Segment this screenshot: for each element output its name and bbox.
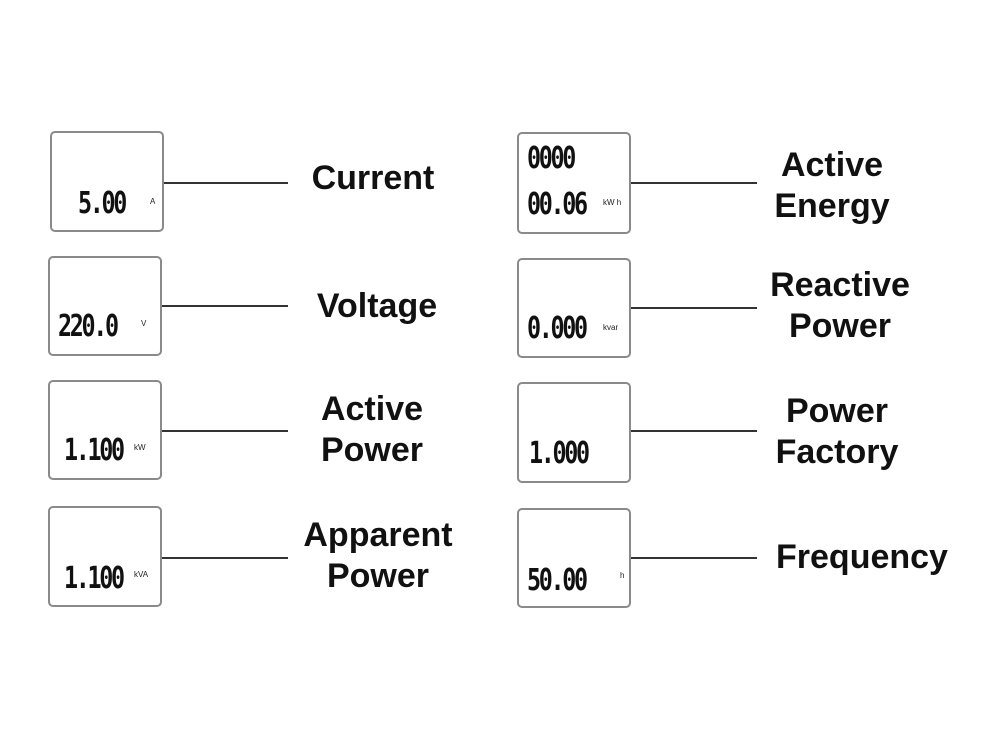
reactive-power-label-line-1: Reactive bbox=[770, 266, 910, 304]
active-power-label-line-1: Active bbox=[320, 390, 424, 428]
active-power-unit: kW bbox=[134, 443, 146, 452]
voltage-reading: 220.0 bbox=[58, 309, 119, 344]
reactive-power-label-line-2: Power bbox=[788, 307, 892, 345]
current-label-line-1: Current bbox=[311, 159, 435, 197]
power-factory-reading: 1.000 bbox=[529, 436, 590, 471]
reactive-power-reading: 0.000 bbox=[527, 311, 588, 346]
apparent-power-label-line-2: Power bbox=[326, 557, 430, 595]
voltage-label-line-1: Voltage bbox=[316, 287, 438, 325]
frequency-label: Frequency bbox=[760, 537, 964, 578]
power-factory-label-line-1: Power bbox=[785, 392, 889, 430]
active-energy-reading-top: 0000 bbox=[527, 141, 576, 176]
active-power-reading: 1.100 bbox=[64, 433, 125, 468]
current-unit: A bbox=[150, 197, 156, 206]
current-display: 5.00 A bbox=[50, 131, 164, 232]
active-power-label-line-2: Power bbox=[320, 431, 424, 469]
voltage-unit: V bbox=[141, 319, 147, 328]
reactive-power-display: 0.000 kvar bbox=[517, 258, 631, 358]
active-energy-label: Active Energy bbox=[756, 145, 908, 227]
apparent-power-label-line-1: Apparent bbox=[303, 516, 453, 554]
frequency-unit: h bbox=[620, 571, 625, 580]
current-connector bbox=[164, 182, 288, 184]
reactive-power-unit: kvar bbox=[603, 323, 619, 332]
voltage-connector bbox=[162, 305, 288, 307]
active-energy-display: 0000 00.06 kW h bbox=[517, 132, 631, 234]
active-energy-connector bbox=[631, 182, 757, 184]
active-power-label: Active Power bbox=[290, 389, 454, 471]
current-label: Current bbox=[290, 158, 456, 199]
frequency-connector bbox=[631, 557, 757, 559]
frequency-label-line-1: Frequency bbox=[776, 538, 948, 576]
apparent-power-label: Apparent Power bbox=[290, 515, 466, 597]
apparent-power-unit: kVA bbox=[134, 570, 149, 579]
active-energy-label-line-1: Active bbox=[780, 146, 884, 184]
active-energy-unit: kW h bbox=[603, 198, 622, 207]
active-power-connector bbox=[162, 430, 288, 432]
reactive-power-connector bbox=[631, 307, 757, 309]
voltage-display: 220.0 V bbox=[48, 256, 162, 356]
current-reading: 5.00 bbox=[78, 186, 127, 221]
apparent-power-connector bbox=[162, 557, 288, 559]
active-power-display: 1.100 kW bbox=[48, 380, 162, 480]
frequency-reading: 50.00 bbox=[527, 563, 588, 598]
reactive-power-label: Reactive Power bbox=[752, 265, 928, 347]
power-factory-connector bbox=[631, 430, 757, 432]
power-factory-display: 1.000 bbox=[517, 382, 631, 483]
apparent-power-display: 1.100 kVA bbox=[48, 506, 162, 607]
voltage-label: Voltage bbox=[292, 286, 462, 327]
active-energy-label-line-2: Energy bbox=[774, 187, 890, 225]
power-factory-label: Power Factory bbox=[756, 391, 918, 473]
active-energy-reading: 00.06 bbox=[527, 187, 588, 222]
power-factory-label-line-2: Factory bbox=[775, 433, 899, 471]
frequency-display: 50.00 h bbox=[517, 508, 631, 608]
apparent-power-reading: 1.100 bbox=[64, 561, 125, 596]
